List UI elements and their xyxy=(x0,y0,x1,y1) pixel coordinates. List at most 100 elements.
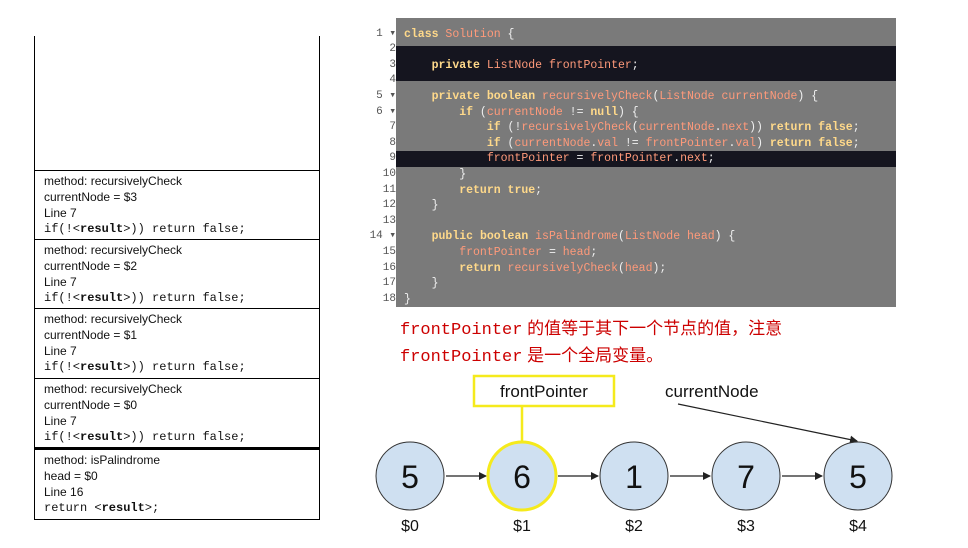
code-text: } xyxy=(404,292,411,306)
line-number: 16 xyxy=(382,261,396,274)
code-line: 3 private ListNode frontPointer; xyxy=(366,58,866,74)
code-line: 14 ▾ public boolean isPalindrome(ListNod… xyxy=(366,229,866,245)
frame-variable: currentNode = $2 xyxy=(44,258,138,273)
code-line: 12 } xyxy=(366,198,866,214)
code-text: } xyxy=(404,199,439,213)
code-line: 2 xyxy=(366,42,866,58)
line-number: 14 ▾ xyxy=(369,230,396,243)
frame-variable: currentNode = $0 xyxy=(44,397,138,412)
line-number: 13 xyxy=(382,214,396,227)
line-number: 7 xyxy=(389,121,396,134)
code-text: private boolean recursivelyCheck(ListNod… xyxy=(431,90,819,103)
frame-line: Line 7 xyxy=(44,274,77,289)
code-line: 16 return recursivelyCheck(head); xyxy=(366,261,866,277)
frame-method: method: isPalindrome xyxy=(44,453,161,467)
current-node-label: currentNode xyxy=(665,382,759,401)
frame-variable: currentNode = $1 xyxy=(44,328,138,342)
code-line: 8 if (currentNode.val != frontPointer.va… xyxy=(366,136,866,152)
frame-method: method: recursivelyCheck xyxy=(44,312,183,326)
list-node-highlighted xyxy=(486,440,558,512)
line-number: 2 xyxy=(389,43,396,56)
list-node xyxy=(823,441,893,511)
line-number: 17 xyxy=(382,277,396,290)
line-number: 11 xyxy=(382,183,396,196)
code-line: 7 if (!recursivelyCheck(currentNode.next… xyxy=(366,120,866,136)
code-line: 4 xyxy=(366,73,866,89)
line-number: 10 xyxy=(382,168,396,180)
frame-line: Line 7 xyxy=(44,413,77,428)
node-value: 7 xyxy=(737,459,755,495)
code-line: 15 frontPointer = head; xyxy=(366,245,866,261)
code-text: } xyxy=(404,168,467,181)
note-line-2: frontPointer 是一个全局变量。 xyxy=(400,346,664,367)
stack-frame: method: recursivelyCheck currentNode = $… xyxy=(34,309,320,379)
call-stack: method: recursivelyCheck currentNode = $… xyxy=(34,36,320,520)
stack-frame: method: isPalindrome head = $0 Line 16 r… xyxy=(34,448,320,520)
stack-left-rail xyxy=(34,36,35,170)
frame-variable: head = $0 xyxy=(44,469,98,483)
code-line: 13 xyxy=(366,214,866,230)
frame-code: if(!<result>)) return false; xyxy=(44,429,246,444)
code-line: 5 ▾ private boolean recursivelyCheck(Lis… xyxy=(366,89,866,105)
code-line: 1 ▾ class Solution { xyxy=(366,27,866,43)
linked-list-diagram: frontPointer currentNode 5 6 1 7 5 $0 $1… xyxy=(375,374,893,535)
code-line: 11 return true; xyxy=(366,183,866,199)
line-number: 9 xyxy=(389,152,396,165)
code-text: class Solution { xyxy=(404,27,515,41)
frame-code: if(!<result>)) return false; xyxy=(44,360,246,374)
code-line-highlighted xyxy=(396,151,896,167)
frame-code: return <result>; xyxy=(44,501,160,515)
frame-code: if(!<result>)) return false; xyxy=(44,290,246,305)
frame-line: Line 7 xyxy=(44,344,77,358)
line-number: 15 xyxy=(382,246,396,258)
line-number: 3 xyxy=(389,58,396,71)
code-line-highlighted xyxy=(366,46,896,81)
node-value: 1 xyxy=(625,459,643,495)
list-node xyxy=(375,441,445,511)
code-line: 9 frontPointer = frontPointer.next; xyxy=(366,151,866,167)
explanation-note: frontPointer 的值等于其下一个节点的值，注意 frontPointe… xyxy=(400,316,782,370)
code-text: public boolean isPalindrome(ListNode hea… xyxy=(431,230,736,244)
code-text: if (!recursivelyCheck(currentNode.next))… xyxy=(486,121,860,135)
list-node xyxy=(711,441,781,511)
node-label: $3 xyxy=(737,518,755,535)
note-line-1: frontPointer 的值等于其下一个节点的值，注意 xyxy=(400,319,783,340)
node-value: 5 xyxy=(401,459,419,495)
code-text: frontPointer = head; xyxy=(459,246,598,259)
list-node xyxy=(599,441,669,511)
code-text: return recursivelyCheck(head); xyxy=(459,261,667,275)
code-text: if (currentNode != null) { xyxy=(459,105,639,119)
code-text: frontPointer = frontPointer.next; xyxy=(486,152,715,166)
front-pointer-box xyxy=(472,374,616,408)
node-label: $0 xyxy=(401,518,419,535)
stack-frames: method: recursivelyCheck currentNode = $… xyxy=(34,170,320,520)
code-text: } xyxy=(404,277,439,291)
line-number: 12 xyxy=(382,199,396,212)
current-node-arrow xyxy=(677,403,858,444)
code-line: 6 ▾ if (currentNode != null) { xyxy=(366,105,866,121)
stack-frame: method: recursivelyCheck currentNode = $… xyxy=(34,239,320,309)
frame-code: if(!<result>)) return false; xyxy=(44,222,246,236)
front-pointer-label: frontPointer xyxy=(500,382,588,401)
node-label: $2 xyxy=(625,518,643,535)
frame-method: method: recursivelyCheck xyxy=(44,174,183,188)
code-text: private ListNode frontPointer; xyxy=(431,58,639,72)
stack-right-rail xyxy=(319,36,320,170)
code-line: 17 } xyxy=(366,276,866,292)
line-number: 5 ▾ xyxy=(376,90,396,102)
frame-method: method: recursivelyCheck xyxy=(44,242,183,257)
node-value: 5 xyxy=(849,459,867,495)
frame-variable: currentNode = $3 xyxy=(44,190,138,204)
line-number: 1 ▾ xyxy=(376,27,396,40)
frame-method: method: recursivelyCheck xyxy=(44,381,183,396)
frame-line: Line 7 xyxy=(44,206,77,220)
code-text: if (currentNode.val != frontPointer.val)… xyxy=(486,136,860,150)
node-label: $4 xyxy=(849,518,867,535)
stack-frame: method: recursivelyCheck currentNode = $… xyxy=(34,170,320,240)
stack-frame: method: recursivelyCheck currentNode = $… xyxy=(34,378,320,448)
node-label: $1 xyxy=(513,518,531,535)
line-number: 4 xyxy=(389,74,396,87)
code-line: 10 } xyxy=(366,167,866,183)
line-number: 18 xyxy=(382,292,396,305)
node-value: 6 xyxy=(513,459,531,495)
